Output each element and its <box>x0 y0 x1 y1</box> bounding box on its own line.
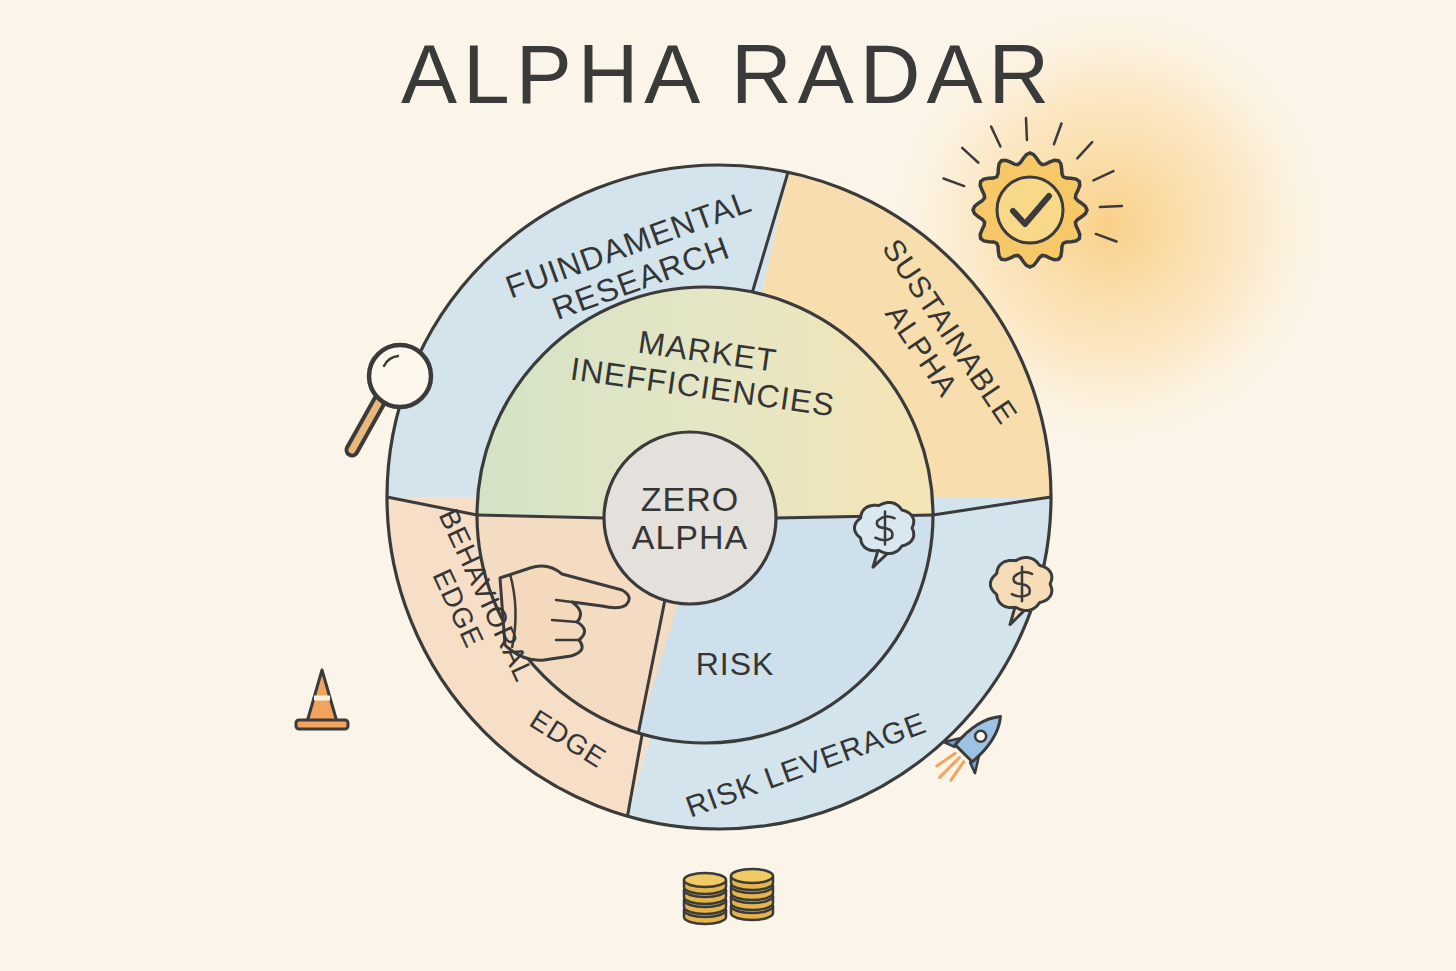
middle-ring <box>477 287 933 743</box>
ring-divider <box>752 172 788 292</box>
segment-label: FUINDAMENTAL RESEARCH <box>491 180 779 343</box>
badge-ray <box>1054 124 1062 145</box>
magnifier-icon <box>352 345 431 450</box>
dollar-symbol <box>1012 567 1032 601</box>
outer-ring <box>387 165 1051 829</box>
segment-label: MARKET INEFFICIENCIES <box>556 314 853 425</box>
badge-ray <box>1025 118 1028 140</box>
ring-divider <box>933 497 1051 515</box>
coin-top <box>731 869 773 883</box>
badge-ray <box>1093 171 1113 180</box>
segment-label: BEHAVIORAL EDGE <box>397 489 547 715</box>
diagram-title: ALPHA RADAR <box>0 32 1456 116</box>
cloud-body <box>990 558 1051 611</box>
money-cloud-icon <box>855 502 914 567</box>
ring-segment: MARKET INEFFICIENCIES <box>556 314 853 425</box>
ring-segment: RISK <box>675 647 795 683</box>
check-mark <box>1013 196 1049 224</box>
ring-divider <box>477 515 604 518</box>
ring-segment: RISK LEVERAGE <box>645 693 967 837</box>
ring-segment: ZERO ALPHA <box>620 480 760 556</box>
badge-inner <box>997 177 1063 243</box>
money-cloud-icon <box>990 558 1051 625</box>
badge-ray <box>1100 205 1122 208</box>
dollar-symbol <box>875 511 894 544</box>
rocket-icon <box>924 701 1016 793</box>
badge-ray <box>944 179 965 187</box>
ring-segment: BEHAVIORAL EDGEEDGE <box>420 550 620 790</box>
inner-circle <box>604 432 776 604</box>
radar-rings <box>387 165 1051 829</box>
segment-label: SUSTAINABLE ALPHA <box>841 223 1031 460</box>
ring-segment: SUSTAINABLE ALPHA <box>841 223 1031 460</box>
ring-divider <box>638 600 665 733</box>
segment-label: RISK LEVERAGE <box>645 693 967 837</box>
badge-icon <box>973 153 1087 267</box>
traffic-cone-icon <box>296 670 348 729</box>
coin-top <box>684 873 726 887</box>
segment-label: ZERO ALPHA <box>620 480 760 556</box>
ring-divider <box>627 734 642 816</box>
segment-label: RISK <box>675 647 795 683</box>
badge-ray <box>991 127 1000 147</box>
cloud-body <box>855 502 914 553</box>
badge-ray <box>962 148 978 163</box>
ring-segment: FUINDAMENTAL RESEARCH <box>491 180 779 343</box>
badge-ray <box>1077 142 1092 158</box>
badge-ray <box>1096 234 1117 242</box>
segment-label: EDGE <box>509 694 627 784</box>
